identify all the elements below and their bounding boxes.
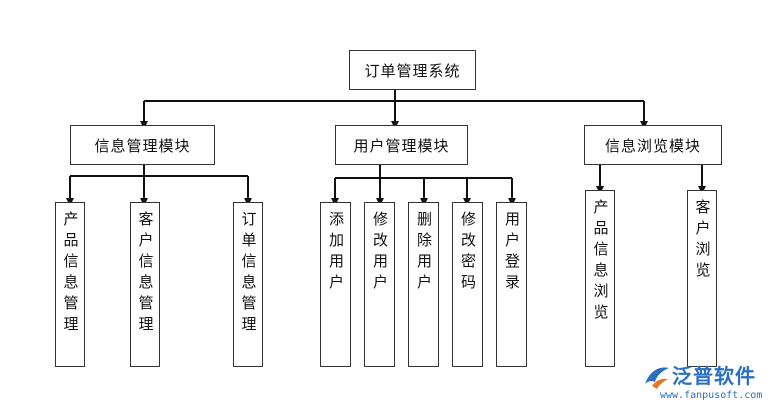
leaf-label: 用户登录	[503, 211, 521, 295]
leaf-modify-user: 修改用户	[364, 202, 395, 367]
watermark-brand: 泛普软件	[672, 364, 756, 388]
root-label: 订单管理系统	[364, 61, 461, 80]
leaf-label: 订单信息管理	[239, 211, 258, 337]
leaf-customer-browse: 客户浏览	[687, 190, 717, 367]
leaf-label: 添加用户	[327, 211, 345, 295]
leaf-label: 修改密码	[459, 211, 477, 295]
leaf-label: 修改用户	[371, 211, 389, 295]
module-label: 信息管理模块	[94, 136, 191, 155]
leaf-label: 产品信息浏览	[591, 199, 610, 325]
module-info-browse: 信息浏览模块	[584, 125, 722, 165]
module-info-management: 信息管理模块	[70, 125, 215, 165]
leaf-product-info-browse: 产品信息浏览	[585, 190, 615, 367]
watermark-url: www.fanpusoft.com	[660, 390, 763, 401]
leaf-add-user: 添加用户	[320, 202, 351, 367]
module-label: 用户管理模块	[353, 136, 450, 155]
module-user-management: 用户管理模块	[335, 125, 468, 165]
leaf-customer-info-management: 客户信息管理	[130, 202, 160, 367]
leaf-user-login: 用户登录	[496, 202, 527, 367]
leaf-product-info-management: 产品信息管理	[55, 202, 85, 367]
leaf-modify-password: 修改密码	[452, 202, 483, 367]
module-label: 信息浏览模块	[604, 136, 701, 155]
bird-logo-icon	[645, 367, 669, 389]
leaf-label: 客户浏览	[693, 199, 712, 283]
leaf-label: 删除用户	[415, 211, 433, 295]
root-node: 订单管理系统	[349, 50, 476, 90]
watermark: 泛普软件 www.fanpusoft.com	[640, 360, 765, 404]
leaf-delete-user: 删除用户	[408, 202, 439, 367]
leaf-label: 产品信息管理	[61, 211, 80, 337]
leaf-order-info-management: 订单信息管理	[233, 202, 263, 367]
leaf-label: 客户信息管理	[136, 211, 155, 337]
